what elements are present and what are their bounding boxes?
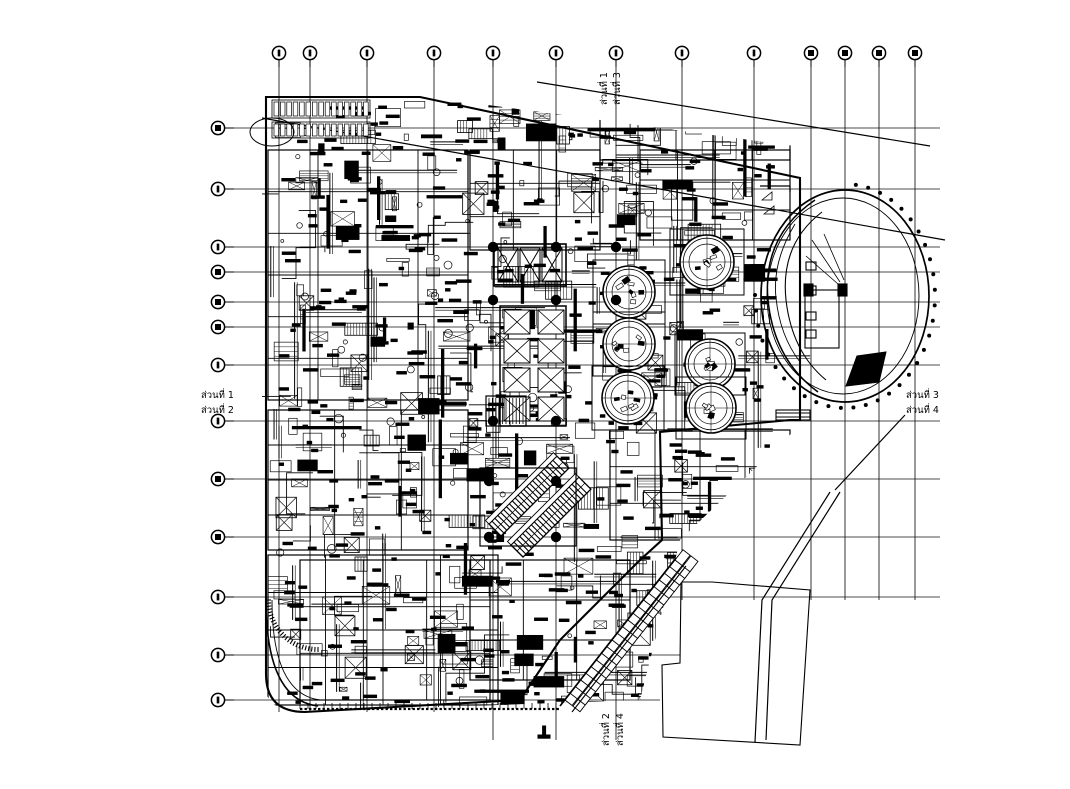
column-dot <box>550 415 562 427</box>
curved-exterior-wall <box>265 599 321 707</box>
angled-facade-hatch <box>559 549 699 713</box>
grid-bubble <box>210 413 234 429</box>
grid-bubble <box>210 589 234 605</box>
north-marker <box>537 725 551 739</box>
circular-room <box>592 259 666 325</box>
plan-linework <box>262 99 833 712</box>
grid-bubble <box>210 471 234 487</box>
grid-bubble <box>271 45 287 67</box>
grid-bubble <box>608 45 624 67</box>
circular-room <box>669 228 745 296</box>
escalator <box>506 472 592 558</box>
column-dot <box>610 241 622 253</box>
grid-bubble <box>210 647 234 663</box>
column-dot <box>487 241 499 253</box>
grid-bubble <box>302 45 318 67</box>
north-strip-modules <box>249 99 371 147</box>
grid-bubble <box>803 45 819 67</box>
section-label-bottom-2: ส่วนที่ 2 <box>601 713 612 746</box>
column-dot <box>550 475 562 487</box>
column-dot <box>610 294 622 306</box>
column-dot <box>483 531 495 543</box>
grid-bubble <box>426 45 442 67</box>
property-lines <box>261 81 946 743</box>
grid-bubble <box>210 264 234 280</box>
grid-bubble <box>359 45 375 67</box>
east-annex <box>775 409 811 421</box>
circular-room <box>675 376 747 440</box>
grid-bubble <box>210 319 234 335</box>
column-dot <box>550 531 562 543</box>
elevator-core <box>485 243 567 427</box>
section-label-left-2: ส่วนที่ 2 <box>201 405 234 416</box>
site-boundary-polygon <box>661 581 811 746</box>
column-dots <box>483 241 622 543</box>
grid-bubble <box>674 45 690 67</box>
grid-bubble <box>548 45 564 67</box>
circular-room <box>591 365 665 431</box>
escalator-group <box>479 451 592 558</box>
grid-bubble <box>210 357 234 373</box>
grid-bubble <box>210 692 234 708</box>
grid-bubble <box>871 45 887 67</box>
circular-room-group <box>591 228 747 440</box>
grid-bubble <box>485 45 501 67</box>
section-label-top-3: ส่วนที่ 3 <box>612 72 623 105</box>
section-label-left-1: ส่วนที่ 1 <box>201 390 234 401</box>
section-label-right-3: ส่วนที่ 3 <box>906 390 939 401</box>
column-dot <box>483 475 495 487</box>
circular-room <box>592 311 666 377</box>
column-dot <box>550 294 562 306</box>
column-dot <box>487 294 499 306</box>
grid-bubble <box>210 181 234 197</box>
column-dot <box>487 415 499 427</box>
grid-bubble <box>210 529 234 545</box>
grid-bubble <box>746 45 762 67</box>
grid-bubble-group <box>210 45 923 708</box>
spiral-ramp <box>753 182 937 410</box>
bottom-wall-dashes <box>299 703 559 711</box>
section-label-bottom-4: ส่วนที่ 4 <box>615 713 626 746</box>
section-label-right-4: ส่วนที่ 4 <box>906 405 939 416</box>
grid-bubble <box>210 120 234 136</box>
grid-bubble <box>210 239 234 255</box>
grid-bubble <box>907 45 923 67</box>
column-dot <box>550 241 562 253</box>
grid-bubble <box>210 294 234 310</box>
grid-bubble <box>837 45 853 67</box>
